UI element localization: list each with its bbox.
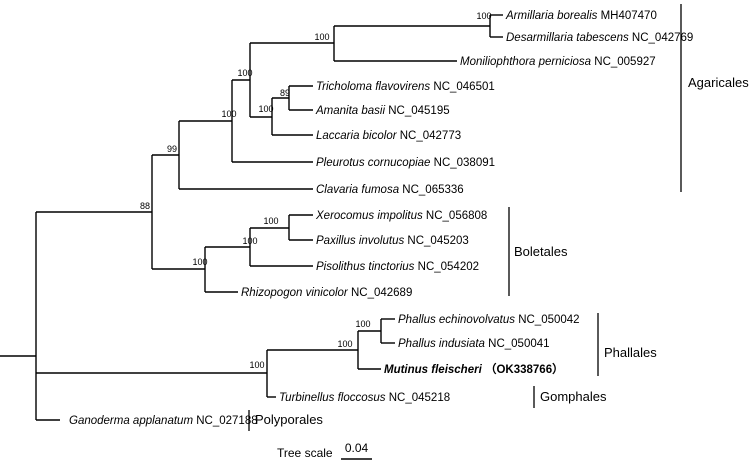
leaf-accession: NC_005927	[591, 56, 656, 68]
leaf-species-name: Rhizopogon vinicolor	[241, 287, 349, 299]
tree-scale-label: Tree scale	[277, 446, 333, 460]
leaf-accession: NC_042689	[348, 287, 413, 299]
leaf-labels: Armillaria borealis MH407470Desarmillari…	[69, 10, 693, 427]
leaf-label-phallus-ind: Phallus indusiata NC_050041	[398, 338, 550, 350]
leaf-species-name: Desarmillaria tabescens	[506, 32, 629, 44]
leaf-species-name: Ganoderma applanatum	[69, 415, 193, 427]
leaf-label-ganoderma: Ganoderma applanatum NC_027188	[69, 415, 258, 427]
leaf-accession: NC_056808	[423, 210, 488, 222]
leaf-species-name: Phallus echinovolvatus	[398, 314, 515, 326]
leaf-label-turbinellus: Turbinellus floccosus NC_045218	[279, 392, 450, 404]
leaf-label-amanita: Amanita basii NC_045195	[315, 105, 450, 117]
leaf-label-pleurotus: Pleurotus cornucopiae NC_038091	[316, 157, 495, 169]
support-value: 100	[355, 319, 370, 329]
leaf-species-name: Turbinellus floccosus	[279, 392, 386, 404]
support-value: 100	[237, 68, 252, 78]
leaf-species-name: Laccaria bicolor	[316, 130, 398, 142]
support-value: 100	[263, 216, 278, 226]
leaf-species-name: Pisolithus tinctorius	[316, 261, 415, 273]
leaf-accession: NC_027188	[193, 415, 258, 427]
clade-label-polyporales: Polyporales	[255, 412, 323, 427]
support-value: 100	[221, 109, 236, 119]
support-value: 100	[242, 236, 257, 246]
clade-label-boletales: Boletales	[514, 244, 568, 259]
leaf-species-name: Xerocomus impolitus	[315, 210, 423, 222]
clade-labels: AgaricalesBoletalesPhallalesGomphalesPol…	[248, 4, 749, 431]
leaf-species-name: Phallus indusiata	[398, 338, 485, 350]
support-value: 88	[140, 201, 150, 211]
leaf-species-name: Amanita basii	[315, 105, 385, 117]
support-value: 100	[314, 32, 329, 42]
leaf-species-name: Tricholoma flavovirens	[316, 81, 430, 93]
support-value: 99	[167, 144, 177, 154]
clade-label-agaricales: Agaricales	[688, 75, 749, 90]
leaf-species-name: Clavaria fumosa	[316, 184, 399, 196]
leaf-accession: NC_054202	[414, 261, 479, 273]
clade-label-gomphales: Gomphales	[540, 389, 607, 404]
leaf-species-name: Moniliophthora perniciosa	[460, 56, 591, 68]
leaf-label-tricholoma: Tricholoma flavovirens NC_046501	[316, 81, 495, 93]
support-value: 100	[249, 360, 264, 370]
leaf-label-laccaria: Laccaria bicolor NC_042773	[316, 130, 461, 142]
leaf-label-moniliophthora: Moniliophthora perniciosa NC_005927	[460, 56, 656, 68]
support-value: 100	[337, 339, 352, 349]
leaf-accession: NC_050041	[485, 338, 550, 350]
leaf-species-name: Pleurotus cornucopiae	[316, 157, 430, 169]
support-value: 89	[280, 88, 290, 98]
leaf-species-name: Paxillus involutus	[316, 235, 404, 247]
leaf-species-name: Mutinus fleischeri	[384, 364, 483, 376]
leaf-accession: NC_042773	[397, 130, 462, 142]
leaf-label-pisolithus: Pisolithus tinctorius NC_054202	[316, 261, 479, 273]
support-value: 100	[192, 257, 207, 267]
leaf-species-name: Armillaria borealis	[505, 10, 598, 22]
leaf-accession: NC_038091	[430, 157, 495, 169]
leaf-label-clavaria: Clavaria fumosa NC_065336	[316, 184, 464, 196]
tree-scale-value: 0.04	[345, 441, 369, 455]
leaf-accession: NC_045218	[386, 392, 451, 404]
leaf-accession: NC_045203	[404, 235, 469, 247]
tree-branches	[0, 14, 503, 421]
support-value: 100	[258, 104, 273, 114]
leaf-accession: NC_046501	[430, 81, 495, 93]
leaf-label-rhizopogon: Rhizopogon vinicolor NC_042689	[241, 287, 412, 299]
leaf-label-mutinus: Mutinus fleischeri （OK338766）	[384, 362, 564, 376]
leaf-label-paxillus: Paxillus involutus NC_045203	[316, 235, 469, 247]
leaf-accession: （OK338766）	[482, 362, 564, 376]
leaf-accession: NC_065336	[399, 184, 464, 196]
tree-scale: Tree scale 0.04	[277, 441, 372, 460]
leaf-label-phallus-ech: Phallus echinovolvatus NC_050042	[398, 314, 580, 326]
leaf-accession: NC_042769	[629, 32, 694, 44]
leaf-label-armillaria: Armillaria borealis MH407470	[505, 10, 657, 22]
leaf-accession: MH407470	[597, 10, 656, 22]
leaf-accession: NC_050042	[515, 314, 580, 326]
leaf-label-desarmillaria: Desarmillaria tabescens NC_042769	[506, 32, 693, 44]
leaf-accession: NC_045195	[385, 105, 450, 117]
support-value: 100	[476, 11, 491, 21]
leaf-label-xerocomus: Xerocomus impolitus NC_056808	[315, 210, 487, 222]
clade-label-phallales: Phallales	[604, 345, 657, 360]
